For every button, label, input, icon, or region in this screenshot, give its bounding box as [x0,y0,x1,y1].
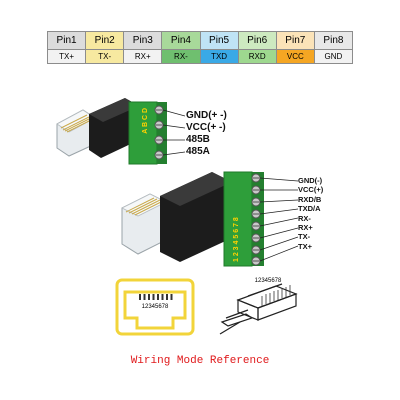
wire-label: RX+ [298,223,313,233]
pin-signal-cell: RXD [237,49,277,64]
leader-line [259,227,299,239]
plug-outline [220,283,298,327]
pin-header-cell: Pin2 [85,31,125,50]
plug-cable [219,321,241,335]
wire-label: GND(-) [298,176,323,185]
pin-signal-cell: TXD [199,49,239,64]
pin-signal-cell: VCC [275,49,315,64]
adapter-housing [160,172,232,262]
leader-line [162,124,185,129]
pin-header-cell: Pin3 [123,31,163,50]
adapter-4pin-labels: GND(+ -) VCC(+ -) 485B 485A [186,110,227,158]
terminal-screw [251,185,261,195]
pin-header-cell: Pin8 [313,31,354,50]
socket-contacts [139,294,173,300]
wire-label: 485A [186,146,210,157]
wire-label: VCC(+ -) [186,122,226,133]
plug-pin-numbers: 12345678 [255,278,282,284]
leader-line [259,177,299,182]
terminal-screw [251,245,261,255]
leader-line [259,236,299,251]
pin-signal-cell: GND [313,49,354,64]
caption: Wiring Mode Reference [130,355,270,367]
wire-label: 485B [186,134,210,145]
rj45-socket-diagram: 12345678 [115,278,195,336]
leader-line [162,151,185,156]
rj45-plug-diagram: 12345678 [219,278,298,335]
leader-line [162,109,185,117]
pin-signal-row: TX+ TX- RX+ RX- TXD RXD VCC GND [46,49,354,64]
terminal-block-4pin: A B C D [128,101,167,165]
rj45-plug [121,193,167,255]
terminal-letters: A B C D [142,108,149,134]
terminal-screw [154,120,164,130]
wire-label: RX- [298,213,311,223]
leader-line [259,199,299,203]
pin-header-cell: Pin1 [46,31,87,50]
terminal-screw [251,197,261,207]
pin-header-cell: Pin6 [237,31,277,50]
pin-signal-cell: TX- [85,49,125,64]
wire-label: TX- [298,232,311,242]
terminal-screw [251,209,261,219]
adapter-housing [89,98,139,158]
pin-signal-cell: TX+ [46,49,87,64]
wire-label: GND(+ -) [186,110,227,121]
wire-label: TXD/A [298,204,321,214]
wire-label: VCC(+) [298,185,324,195]
pin-signal-cell: RX- [161,49,201,64]
terminal-screw [251,173,261,183]
pin-header-row: Pin1 Pin2 Pin3 Pin4 Pin5 Pin6 Pin7 Pin8 [46,31,354,50]
terminal-screw [251,221,261,231]
leader-line [259,208,299,215]
pin-header-cell: Pin4 [161,31,201,50]
terminal-screw [154,135,164,145]
pin-header-cell: Pin7 [275,31,315,50]
pin-table: Pin1 Pin2 Pin3 Pin4 Pin5 Pin6 Pin7 Pin8 … [46,31,354,64]
terminal-block-8pin: 1 2 3 4 5 6 7 8 [223,171,264,267]
wire-label: TX+ [298,241,312,251]
terminal-numbers: 1 2 3 4 5 6 7 8 [233,217,240,262]
terminal-screw [251,256,261,266]
leader-line [259,245,299,262]
pin-signal-cell: RX+ [123,49,163,64]
terminal-screw [154,105,164,115]
pin-header-cell: Pin5 [199,31,239,50]
rj45-4pin-adapter-illustration: A B C D [56,98,185,165]
socket-pin-numbers: 12345678 [142,304,169,310]
rj45-8pin-adapter-illustration: 1 2 3 4 5 6 7 8 [121,171,299,267]
leader-line [259,217,299,227]
terminal-screw [251,233,261,243]
terminal-screw [154,150,164,160]
wire-label: RXD/B [298,194,322,204]
plug-contacts [261,285,291,306]
adapter-8pin-labels: GND(-) VCC(+) RXD/B TXD/A RX- RX+ TX- TX… [298,176,323,251]
